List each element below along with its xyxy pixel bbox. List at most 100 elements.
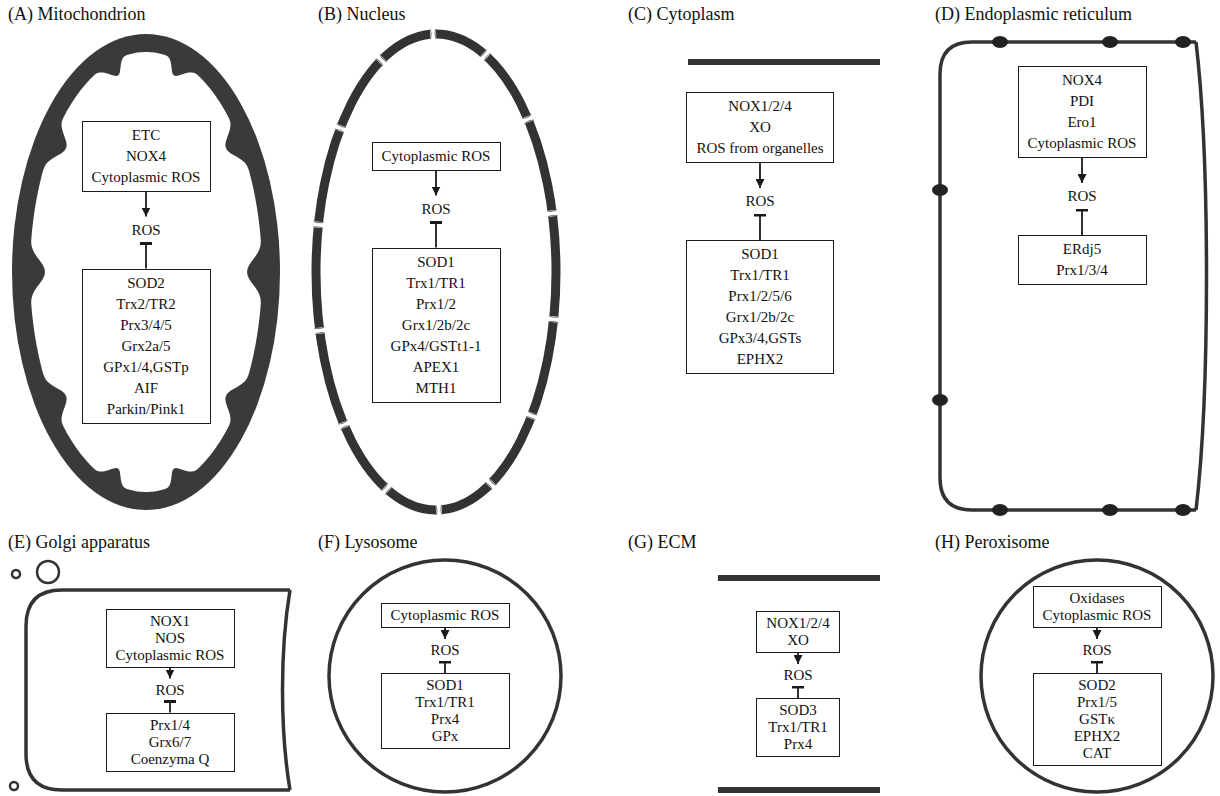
inhibition-line	[1081, 210, 1083, 235]
box-line: Prx1/2/5/6	[695, 286, 825, 307]
nuclear-pore	[545, 210, 560, 218]
panel-heading: (F) Lysosome	[318, 532, 418, 553]
antioxidant-box: ERdj5Prx1/3/4	[1018, 235, 1147, 285]
box-line: GPx4/GSTt1-1	[381, 336, 492, 357]
activation-arrow	[444, 628, 446, 639]
nuclear-pore	[520, 114, 535, 125]
organelle-outline	[306, 528, 586, 796]
box-line: SOD1	[381, 252, 492, 273]
box-line: SOD2	[1042, 677, 1153, 694]
box-line: Cytoplasmic ROS	[381, 146, 492, 167]
box-line: PDI	[1027, 91, 1138, 112]
box-line: Prx1/5	[1042, 694, 1153, 711]
box-line: NOX4	[1027, 70, 1138, 91]
activation-arrow	[169, 668, 171, 679]
box-line: NOX1/2/4	[765, 615, 831, 632]
source-box: NOX1/2/4XOROS from organelles	[686, 92, 834, 163]
organelle-panel: NOX1/2/4XOROSSOD3Trx1/TR1Prx4(G) ECM	[620, 528, 920, 796]
ros-label: ROS	[745, 191, 774, 212]
box-line: Coenzyma Q	[115, 751, 226, 768]
inhibition-line	[1096, 662, 1098, 673]
activation-arrow	[1081, 158, 1083, 183]
nuclear-pore	[430, 27, 437, 41]
source-box: NOX1/2/4XO	[756, 611, 840, 653]
activation-arrow	[759, 163, 761, 188]
nuclear-pore	[436, 503, 443, 517]
box-line: Trx1/TR1	[381, 273, 492, 294]
box-line: Prx4	[765, 736, 831, 753]
ros-label: ROS	[1067, 186, 1096, 207]
activation-arrow	[1096, 628, 1098, 639]
source-box: OxidasesCytoplasmic ROS	[1033, 586, 1162, 628]
box-line: GPx1/4,GSTp	[91, 357, 202, 378]
organelle-panel: ETCNOX4Cytoplasmic ROSROSSOD2Trx2/TR2Prx…	[4, 2, 292, 516]
golgi-edge	[283, 590, 291, 790]
box-line: MTH1	[381, 378, 492, 399]
box-line: Cytoplasmic ROS	[390, 607, 501, 624]
nuclear-pore	[311, 221, 326, 228]
box-line: SOD1	[390, 677, 501, 694]
box-line: NOX1/2/4	[695, 96, 825, 117]
box-line: Grx2a/5	[91, 336, 202, 357]
ros-label: ROS	[421, 199, 450, 220]
box-line: Grx1/2b/2c	[695, 307, 825, 328]
box-line: APEX1	[381, 357, 492, 378]
box-line: Trx2/TR2	[91, 294, 202, 315]
activation-arrow	[435, 171, 437, 196]
inhibition-line	[797, 687, 799, 698]
lysosome-membrane	[329, 560, 561, 792]
organelle-panel: NOX1/2/4XOROS from organellesROSSOD1Trx1…	[620, 2, 920, 516]
nuclear-pore	[380, 482, 394, 496]
inhibition-line	[444, 662, 446, 673]
box-line: NOX1	[115, 613, 226, 630]
box-line: Grx1/2b/2c	[381, 315, 492, 336]
organelle-panel: OxidasesCytoplasmic ROSROSSOD2Prx1/5GSTκ…	[926, 528, 1218, 796]
ros-node: ROS	[426, 640, 463, 661]
ribosome-dot	[1175, 504, 1191, 516]
ros-label: ROS	[430, 642, 459, 659]
ribosome-dot	[1102, 504, 1118, 516]
ros-label: ROS	[155, 682, 184, 699]
box-line: Prx4	[390, 711, 501, 728]
activation-arrow	[797, 653, 799, 664]
organelle-panel: Cytoplasmic ROS ROS SOD1Trx1/TR1Prx1/2Grx1…	[306, 2, 568, 516]
box-line: NOS	[115, 630, 226, 647]
nuclear-pore	[479, 48, 493, 62]
box-line: AIF	[91, 378, 202, 399]
golgi-membrane	[26, 590, 290, 790]
ribosome-dot	[992, 504, 1008, 516]
nuclear-pore	[312, 327, 327, 335]
ribosome-dot	[932, 184, 948, 196]
organelle-panel: Cytoplasmic ROS ROS SOD1Trx1/TR1Prx4GPx (F)…	[306, 528, 586, 796]
box-line: EPHX2	[1042, 728, 1153, 745]
panel-heading: (A) Mitochondrion	[8, 4, 145, 25]
antioxidant-box: SOD1Trx1/TR1Prx4GPx	[381, 673, 510, 749]
box-line: Parkin/Pink1	[91, 399, 202, 420]
organelle-outline	[4, 2, 292, 516]
nuclear-pore	[546, 316, 561, 323]
box-line: NOX4	[91, 146, 202, 167]
box-line: ERdj5	[1027, 239, 1138, 260]
box-line: GPx3/4,GSTs	[695, 328, 825, 349]
box-line: Prx3/4/5	[91, 315, 202, 336]
ros-label: ROS	[783, 667, 812, 684]
nuclear-envelope	[316, 34, 556, 510]
source-box: NOX1NOSCytoplasmic ROS	[106, 609, 235, 668]
mitochondrion-outer	[12, 34, 280, 510]
nuclear-pore	[524, 411, 539, 422]
box-line: SOD2	[91, 273, 202, 294]
panel-heading: (C) Cytoplasm	[628, 4, 735, 25]
nuclear-pore	[484, 477, 498, 491]
panel-heading: (E) Golgi apparatus	[8, 532, 150, 553]
inhibition-line	[169, 702, 171, 713]
ribosome-dot	[1175, 36, 1191, 48]
ecm-boundary	[718, 787, 880, 793]
inhibition-line	[435, 223, 437, 248]
ros-node: ROS	[151, 680, 188, 701]
vesicle	[12, 570, 20, 578]
ros-label: ROS	[131, 220, 160, 241]
box-line: Prx1/2	[381, 294, 492, 315]
ros-node: ROS	[127, 218, 164, 243]
ros-node: ROS	[1078, 640, 1115, 661]
ribosome-dot	[1102, 36, 1118, 48]
